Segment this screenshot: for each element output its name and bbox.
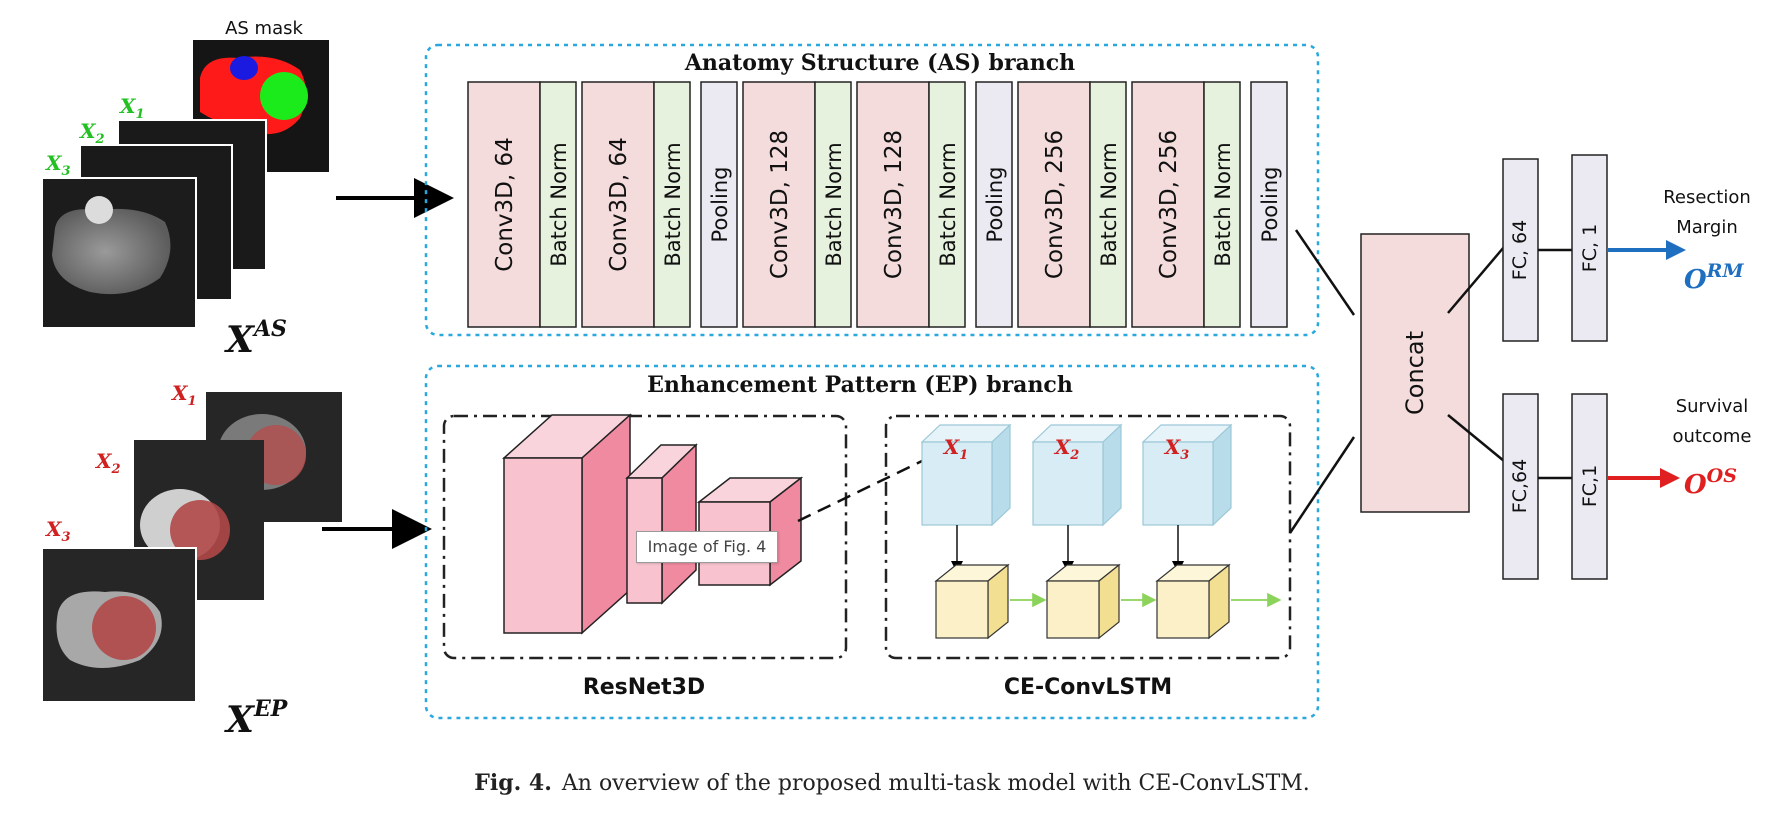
lstm-cells: X1 X2 X3 bbox=[920, 423, 1282, 640]
rm-output-arrow-head bbox=[1666, 240, 1686, 260]
figure-label: Fig. 4. bbox=[474, 770, 552, 796]
as-layer-conv-0 bbox=[467, 81, 541, 328]
ep-branch-title: Enhancement Pattern (EP) branch bbox=[647, 372, 1073, 398]
as-layer-conv-7 bbox=[856, 81, 930, 328]
as-layer-label-14: Pooling bbox=[1258, 167, 1282, 243]
ep-x2-tumor bbox=[170, 500, 230, 560]
mask-blue-region bbox=[230, 56, 258, 80]
rm-fc2-block bbox=[1571, 154, 1608, 342]
lstm-state-cube-2 bbox=[1156, 580, 1210, 639]
as-layer-label-10: Conv3D, 256 bbox=[1042, 130, 1068, 279]
liver-bright-spot bbox=[85, 196, 113, 224]
as-layer-conv-10 bbox=[1017, 81, 1091, 328]
resnet-lstm-connector bbox=[797, 459, 923, 523]
rm-output-line1: Resection bbox=[1663, 187, 1751, 208]
lstm-input-cube-1 bbox=[1032, 441, 1104, 526]
lstm-label: CE-ConvLSTM bbox=[1004, 675, 1172, 700]
as-layer-pool-9 bbox=[975, 81, 1013, 328]
as-layer-label-12: Conv3D, 256 bbox=[1156, 130, 1182, 279]
as-concat-line bbox=[1294, 229, 1356, 316]
figure-caption: Fig. 4. An overview of the proposed multi… bbox=[0, 770, 1784, 796]
lstm-input-cube-side-2 bbox=[1212, 423, 1232, 527]
as-layer-stack: Conv3D, 64 Batch Norm Conv3D, 64 Batch Norm… bbox=[467, 81, 1288, 328]
as-layer-bn-8 bbox=[928, 81, 966, 328]
caption-text: An overview of the proposed multi-task m… bbox=[561, 771, 1310, 796]
ep-branch-border bbox=[424, 364, 1320, 720]
lstm-input-cube-side-0 bbox=[991, 423, 1011, 527]
as-label-x2: X2 bbox=[78, 119, 105, 147]
os-fc1-label: FC,64 bbox=[1509, 459, 1531, 513]
as-layer-bn-13 bbox=[1203, 81, 1241, 328]
as-layer-label-7: Conv3D, 128 bbox=[881, 130, 907, 279]
as-layer-label-4: Pooling bbox=[708, 167, 732, 243]
concat-rm-line bbox=[1447, 246, 1505, 314]
as-layer-bn-1 bbox=[539, 81, 577, 328]
rm-fc1-label: FC, 64 bbox=[1509, 220, 1531, 280]
as-layer-pool-4 bbox=[700, 81, 738, 328]
fusion: Concat FC, 64 FC, 1 Resection Margin ORM… bbox=[1288, 154, 1752, 580]
concat-label: Concat bbox=[1401, 331, 1429, 415]
ep-label-x2: X2 bbox=[94, 449, 121, 477]
lstm-state-cube-1 bbox=[1046, 580, 1100, 639]
as-layer-bn-3 bbox=[653, 81, 691, 328]
ep-label-x1: X1 bbox=[170, 381, 197, 409]
as-branch-title: Anatomy Structure (AS) branch bbox=[684, 50, 1075, 76]
rm-output-line2: Margin bbox=[1676, 217, 1737, 238]
os-output-var: OOS bbox=[1684, 465, 1737, 500]
ep-input-stack: X1 X2 X3 XEP bbox=[41, 381, 342, 741]
as-layer-label-0: Conv3D, 64 bbox=[492, 137, 518, 272]
resnet-label: ResNet3D bbox=[583, 675, 705, 700]
as-layer-conv-12 bbox=[1131, 81, 1205, 328]
lstm-state-cube-0 bbox=[935, 580, 989, 639]
os-output-line2: outcome bbox=[1673, 426, 1752, 447]
mask-green-region bbox=[260, 72, 308, 120]
os-output-line1: Survival bbox=[1676, 396, 1749, 417]
rm-output-var: ORM bbox=[1684, 260, 1744, 295]
rm-fc2-label: FC, 1 bbox=[1579, 224, 1601, 272]
lstm-input-label-2: X3 bbox=[1163, 435, 1190, 463]
as-layer-bn-11 bbox=[1089, 81, 1127, 328]
ep-x3-tumor bbox=[92, 596, 156, 660]
concat-os-line bbox=[1447, 414, 1505, 462]
as-layer-label-2: Conv3D, 64 bbox=[606, 137, 632, 272]
lstm-input-cube-2 bbox=[1142, 441, 1214, 526]
as-layer-label-11: Batch Norm bbox=[1097, 142, 1121, 266]
as-mask-label: AS mask bbox=[225, 18, 303, 39]
as-input-stack: AS mask X1 X2 X3 XAS bbox=[41, 18, 329, 361]
lstm-input-label-1: X2 bbox=[1053, 435, 1080, 463]
liver-image bbox=[52, 208, 171, 295]
as-layer-pool-14 bbox=[1250, 81, 1288, 328]
ep-concat-line bbox=[1288, 436, 1356, 534]
as-label-x1: X1 bbox=[118, 94, 145, 122]
lstm-input-cube-0 bbox=[921, 441, 993, 526]
as-branch: Anatomy Structure (AS) branch Conv3D, 64… bbox=[424, 43, 1320, 337]
as-label-x3: X3 bbox=[44, 151, 71, 179]
as-layer-label-5: Conv3D, 128 bbox=[767, 130, 793, 279]
image-tooltip: Image of Fig. 4 bbox=[636, 531, 778, 563]
resnet-box bbox=[442, 414, 848, 660]
as-layer-label-6: Batch Norm bbox=[822, 142, 846, 266]
os-fc1-block bbox=[1502, 393, 1539, 580]
as-layer-bn-6 bbox=[814, 81, 852, 328]
as-layer-label-9: Pooling bbox=[983, 167, 1007, 243]
os-fc2-label: FC,1 bbox=[1579, 465, 1601, 507]
as-layer-label-3: Batch Norm bbox=[661, 142, 685, 266]
os-output-arrow-head bbox=[1660, 468, 1680, 488]
concat-block bbox=[1360, 233, 1470, 513]
as-layer-label-1: Batch Norm bbox=[547, 142, 571, 266]
lstm-input-cube-side-1 bbox=[1102, 423, 1122, 527]
os-fc2-block bbox=[1571, 393, 1608, 580]
as-output-var: XAS bbox=[224, 316, 287, 361]
as-layer-label-13: Batch Norm bbox=[1211, 142, 1235, 266]
ep-label-x3: X3 bbox=[44, 517, 71, 545]
as-branch-border bbox=[424, 43, 1320, 337]
resnet-blocks bbox=[502, 413, 804, 635]
ep-output-var: XEP bbox=[224, 696, 289, 741]
as-layer-conv-2 bbox=[581, 81, 655, 328]
ep-branch: Enhancement Pattern (EP) branch ResNet3D… bbox=[424, 364, 1320, 720]
lstm-input-label-0: X1 bbox=[942, 435, 969, 463]
as-layer-label-8: Batch Norm bbox=[936, 142, 960, 266]
